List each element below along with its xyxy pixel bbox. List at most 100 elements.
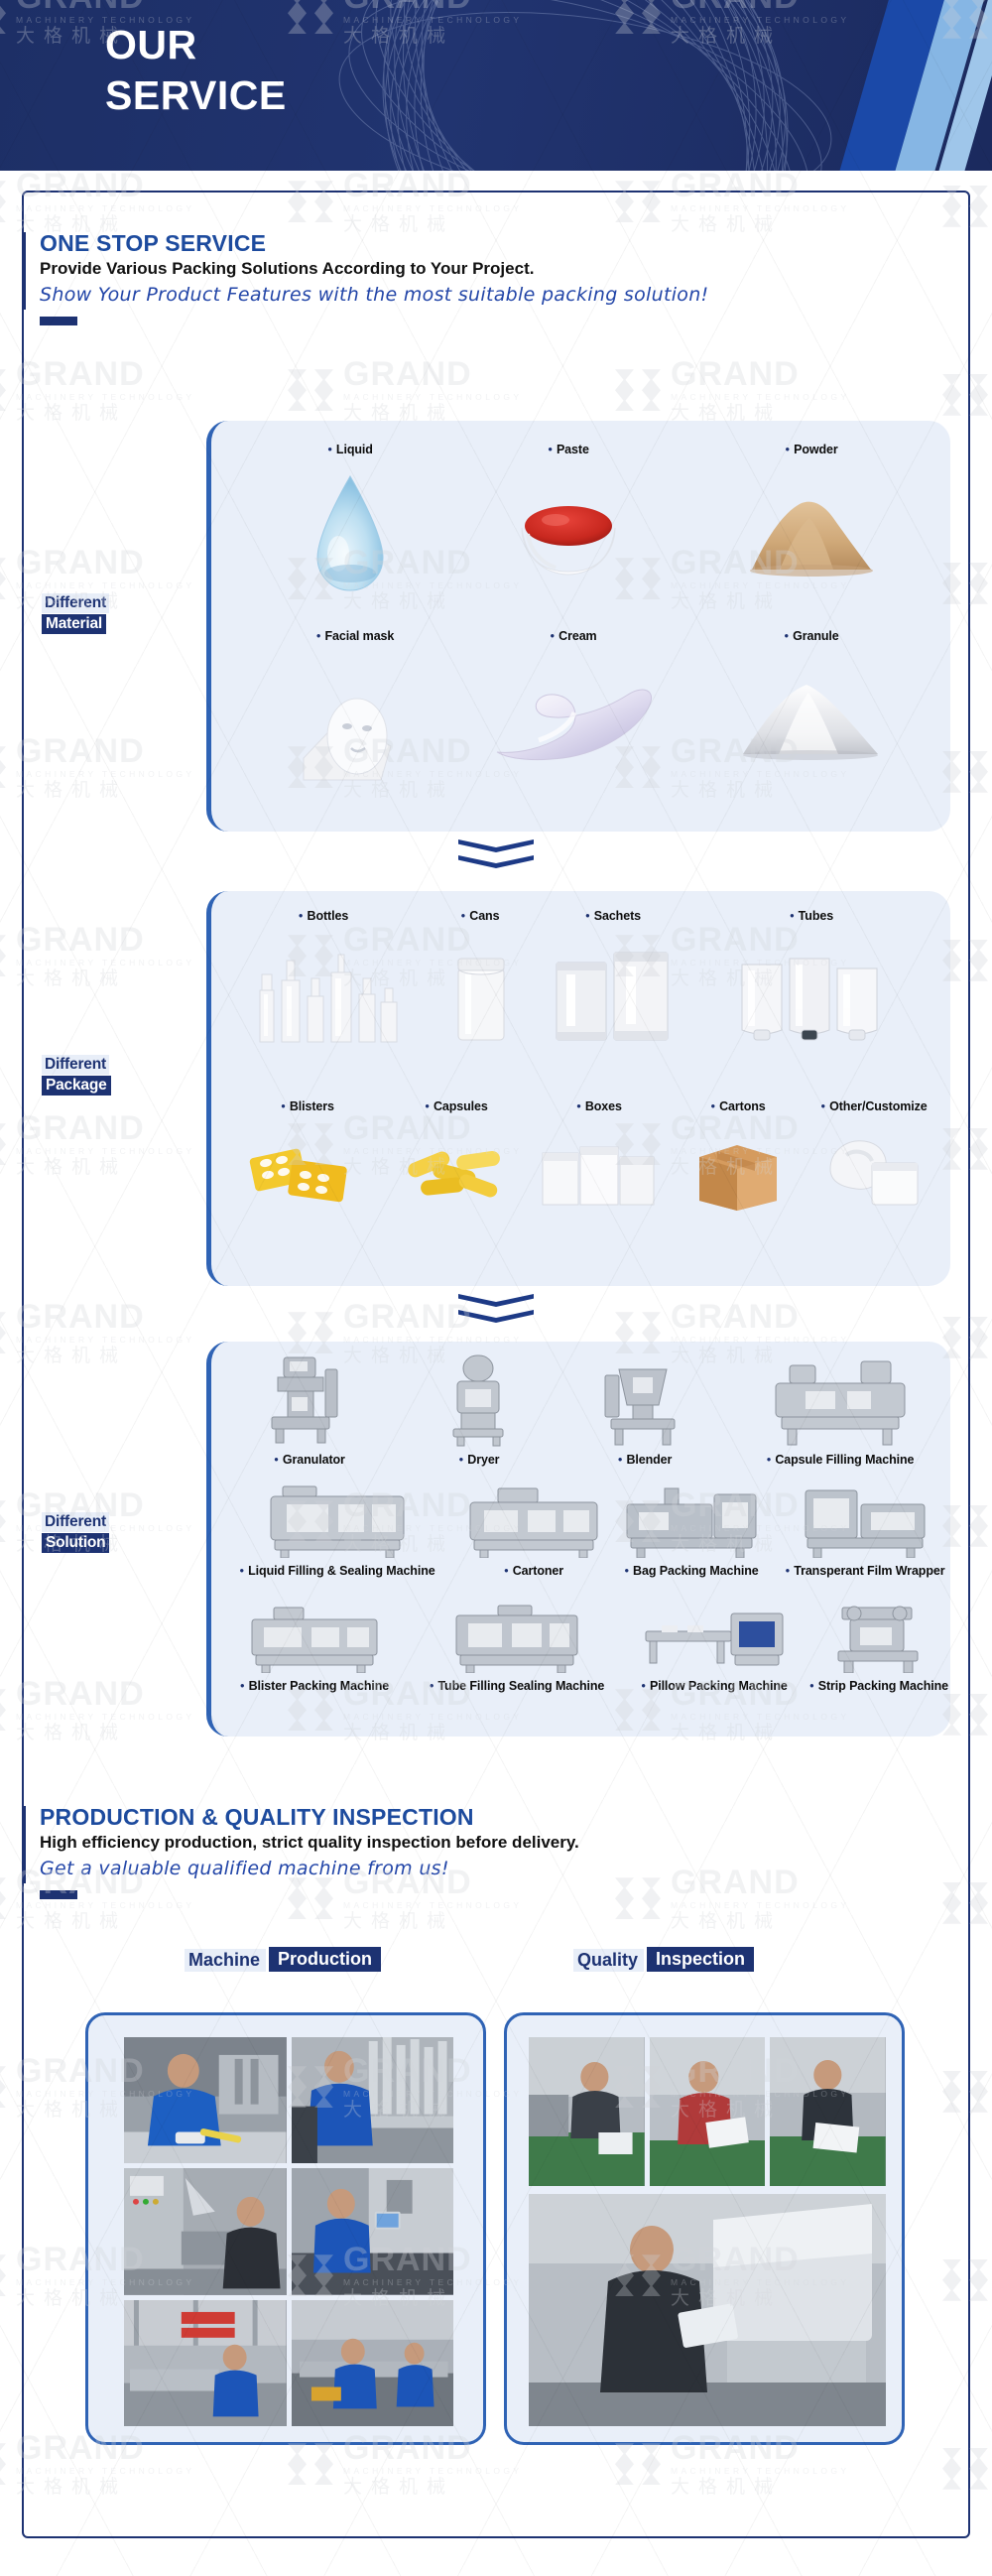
- liquid-filling-sealing-machine-icon: [219, 1481, 455, 1558]
- solution-label-bag-packing-machine: Bag Packing Machine: [606, 1564, 777, 1578]
- badge-different-material: Different Material: [42, 593, 127, 634]
- panel-packages: Bottles: [206, 891, 950, 1286]
- solution-label-transperant-film-wrapper: Transperant Film Wrapper: [779, 1564, 950, 1578]
- solution-item-transperant-film-wrapper: Transperant Film Wrapper: [779, 1481, 950, 1578]
- chevron-connector-2: [0, 1294, 992, 1323]
- section-one-subtitle: Provide Various Packing Solutions Accord…: [40, 259, 535, 279]
- chevron-2b: [458, 1310, 534, 1323]
- solution-label-liquid-filling-sealing-machine: Liquid Filling & Sealing Machine: [219, 1564, 455, 1578]
- bottles-icon: [233, 939, 414, 1046]
- package-label-bottles: Bottles: [233, 909, 414, 923]
- capsule-filling-machine-icon: [733, 1352, 947, 1447]
- package-label-capsules: Capsules: [382, 1099, 531, 1113]
- package-item-blisters: Blisters: [233, 1099, 382, 1211]
- solution-label-strip-packing-machine: Strip Packing Machine: [805, 1679, 950, 1693]
- strip-packing-machine-icon: [805, 1602, 950, 1673]
- granulator-machine-icon: [225, 1352, 394, 1447]
- production-quality-heading: PRODUCTION & QUALITY INSPECTION High eff…: [22, 1804, 579, 1899]
- inspection-photo-2: [649, 2037, 766, 2186]
- grand-logo-icon: [0, 1687, 6, 1733]
- package-item-bottles: Bottles: [233, 909, 414, 1046]
- section-one-title: ONE STOP SERVICE: [40, 230, 267, 256]
- production-photo-1: [124, 2037, 287, 2164]
- solution-label-granulator: Granulator: [225, 1453, 394, 1467]
- package-label-cans: Cans: [416, 909, 545, 923]
- badge-material-top: Different: [42, 593, 109, 613]
- section-two-subtitle: High efficiency production, strict quali…: [40, 1833, 579, 1853]
- grand-logo-icon: [0, 367, 6, 413]
- paste-bowl-icon: [454, 482, 682, 581]
- solution-label-blister-packing-machine: Blister Packing Machine: [219, 1679, 410, 1693]
- package-item-cans: Cans: [416, 909, 545, 1046]
- cans-icon: [416, 951, 545, 1046]
- tubes-icon: [697, 949, 926, 1044]
- badge-material-bottom: Material: [42, 614, 106, 634]
- package-item-other-customize: Other/Customize: [803, 1099, 945, 1211]
- inspection-photo-4: [529, 2194, 886, 2426]
- blister-packing-machine-icon: [219, 1602, 410, 1673]
- caption-machine-production: Machine Production: [185, 1947, 382, 1972]
- cartons-icon: [664, 1131, 812, 1211]
- solution-label-blender: Blender: [560, 1453, 729, 1467]
- production-photo-2: [291, 2037, 453, 2164]
- inspection-photo-3: [770, 2037, 886, 2186]
- tube-filling-sealing-machine-icon: [412, 1602, 622, 1673]
- sachets-icon: [539, 939, 687, 1046]
- solution-item-bag-packing-machine: Bag Packing Machine: [606, 1481, 777, 1578]
- badge-different-solution: Different Solution: [42, 1512, 127, 1553]
- package-item-capsules: Capsules: [382, 1099, 531, 1207]
- material-label-facial-mask: Facial mask: [251, 629, 459, 643]
- other-customize-icon: [803, 1129, 945, 1211]
- powder-pile-icon: [697, 488, 926, 578]
- material-item-granule: Granule: [697, 629, 926, 760]
- material-item-paste: Paste: [454, 443, 682, 581]
- grand-logo-icon: [0, 556, 6, 601]
- section-one-script: Show Your Product Features with the most…: [40, 283, 709, 306]
- solution-item-blender: Blender: [560, 1352, 729, 1467]
- cartoner-machine-icon: [459, 1481, 608, 1558]
- grand-logo-icon: [0, 1875, 6, 1921]
- grand-logo-icon: [0, 933, 6, 978]
- grand-logo-icon: [0, 2253, 6, 2298]
- package-label-tubes: Tubes: [697, 909, 926, 923]
- package-label-cartons: Cartons: [664, 1099, 812, 1113]
- liquid-drop-icon: [251, 470, 449, 599]
- solution-item-tube-filling-sealing-machine: Tube Filling Sealing Machine: [412, 1602, 622, 1693]
- pillow-packing-machine-icon: [626, 1602, 803, 1673]
- granule-pile-icon: [697, 675, 926, 760]
- solution-label-cartoner: Cartoner: [459, 1564, 608, 1578]
- material-item-cream: Cream: [459, 629, 687, 768]
- material-label-granule: Granule: [697, 629, 926, 643]
- section-one-dash: [40, 316, 77, 325]
- chevron-1b: [458, 855, 534, 868]
- material-item-liquid: Liquid: [251, 443, 449, 599]
- panel-inspection-photos: [504, 2012, 905, 2445]
- solution-item-blister-packing-machine: Blister Packing Machine: [219, 1602, 410, 1693]
- panel-solutions: Granulator Dryer: [206, 1342, 950, 1737]
- badge-different-package: Different Package: [42, 1055, 127, 1095]
- solution-item-granulator: Granulator: [225, 1352, 394, 1467]
- bag-packing-machine-icon: [606, 1481, 777, 1558]
- one-stop-service-heading: ONE STOP SERVICE Provide Various Packing…: [22, 230, 709, 325]
- section-two-dash: [40, 1889, 77, 1899]
- grand-logo-icon: [0, 1498, 6, 1544]
- material-label-powder: Powder: [697, 443, 926, 456]
- caption-machine: Machine: [185, 1949, 267, 1972]
- heading-rule-2: [22, 1806, 26, 1883]
- panel-production-photos: [85, 2012, 486, 2445]
- dryer-machine-icon: [400, 1352, 558, 1447]
- solution-label-pillow-packing-machine: Pillow Packing Machine: [626, 1679, 803, 1693]
- package-item-sachets: Sachets: [539, 909, 687, 1046]
- solution-item-dryer: Dryer: [400, 1352, 558, 1467]
- grand-logo-icon: [0, 2064, 6, 2110]
- page-title-line2: SERVICE: [105, 72, 287, 119]
- content-frame: [22, 191, 970, 2538]
- panel-materials: Liquid Paste: [206, 421, 950, 832]
- caption-quality-inspection: Quality Inspection: [573, 1947, 755, 1972]
- package-item-cartons: Cartons: [664, 1099, 812, 1211]
- chevron-connector-1: [0, 839, 992, 868]
- spirograph-decoration: [338, 0, 832, 171]
- caption-quality: Quality: [573, 1949, 645, 1972]
- solution-item-strip-packing-machine: Strip Packing Machine: [805, 1602, 950, 1693]
- grand-logo-icon: [0, 1121, 6, 1167]
